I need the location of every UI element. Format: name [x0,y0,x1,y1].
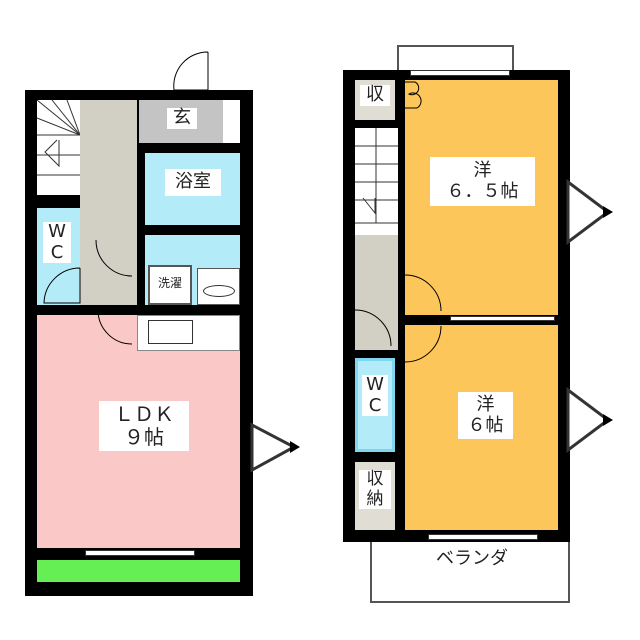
room-divider-slider [450,316,555,321]
wc1-w: W [48,221,66,242]
corridor-2 [355,235,398,350]
room1-type: 洋 [473,160,492,181]
stairs-icon [355,128,398,224]
wc2-w: W [366,374,384,395]
room1-size: ６．５帖 [446,180,519,202]
bay-window-3 [566,387,613,453]
kitchen-counter [137,315,240,351]
closet: 収 [355,80,395,120]
entry-door[interactable] [172,51,212,92]
balcony-1 [37,560,240,582]
bay-window-2 [566,179,613,245]
wash-basin [197,268,240,305]
washroom: 洗濯 [145,235,240,305]
shoe-closet [223,100,240,143]
wc2-c: C [368,394,382,416]
veranda-label: ベランダ [436,548,508,569]
washroom-door[interactable] [95,239,136,280]
closet-door[interactable] [405,81,425,112]
ldk-window [85,550,195,556]
storage-label: 収納 [359,469,391,510]
corridor [80,100,137,305]
wc1-c: C [50,241,64,263]
room2-window [428,534,538,540]
bay-window-1 [250,422,300,473]
bathroom: 浴室 [145,153,240,225]
storage-2: 納 [366,488,384,509]
closet-label: 収 [360,84,390,106]
stairs-icon [36,99,81,176]
ldk-name: ＬＤＫ [114,402,174,426]
entrance: 玄 [139,100,223,143]
storage: 収納 [355,462,395,530]
storage-1: 収 [366,469,384,489]
bathroom-label: 浴室 [165,169,221,196]
room1-window [410,70,510,76]
room2-size: ６帖 [467,414,504,436]
ldk-door[interactable] [97,309,138,350]
wc2-door[interactable] [354,309,395,350]
sink-icon [148,320,193,344]
veranda: ベランダ [370,535,570,603]
entrance-label: 玄 [167,107,197,129]
wc1-door[interactable] [43,267,84,308]
room2-door[interactable] [404,325,445,366]
stairs-2 [355,128,398,235]
stairs-1 [36,99,81,195]
room1-door[interactable] [404,274,445,315]
basin-icon [203,285,235,297]
washer-label: 洗濯 [152,276,188,291]
washer-space: 洗濯 [148,265,192,305]
ldk-size: ９帖 [124,425,164,449]
room2-type: 洋 [476,394,495,415]
